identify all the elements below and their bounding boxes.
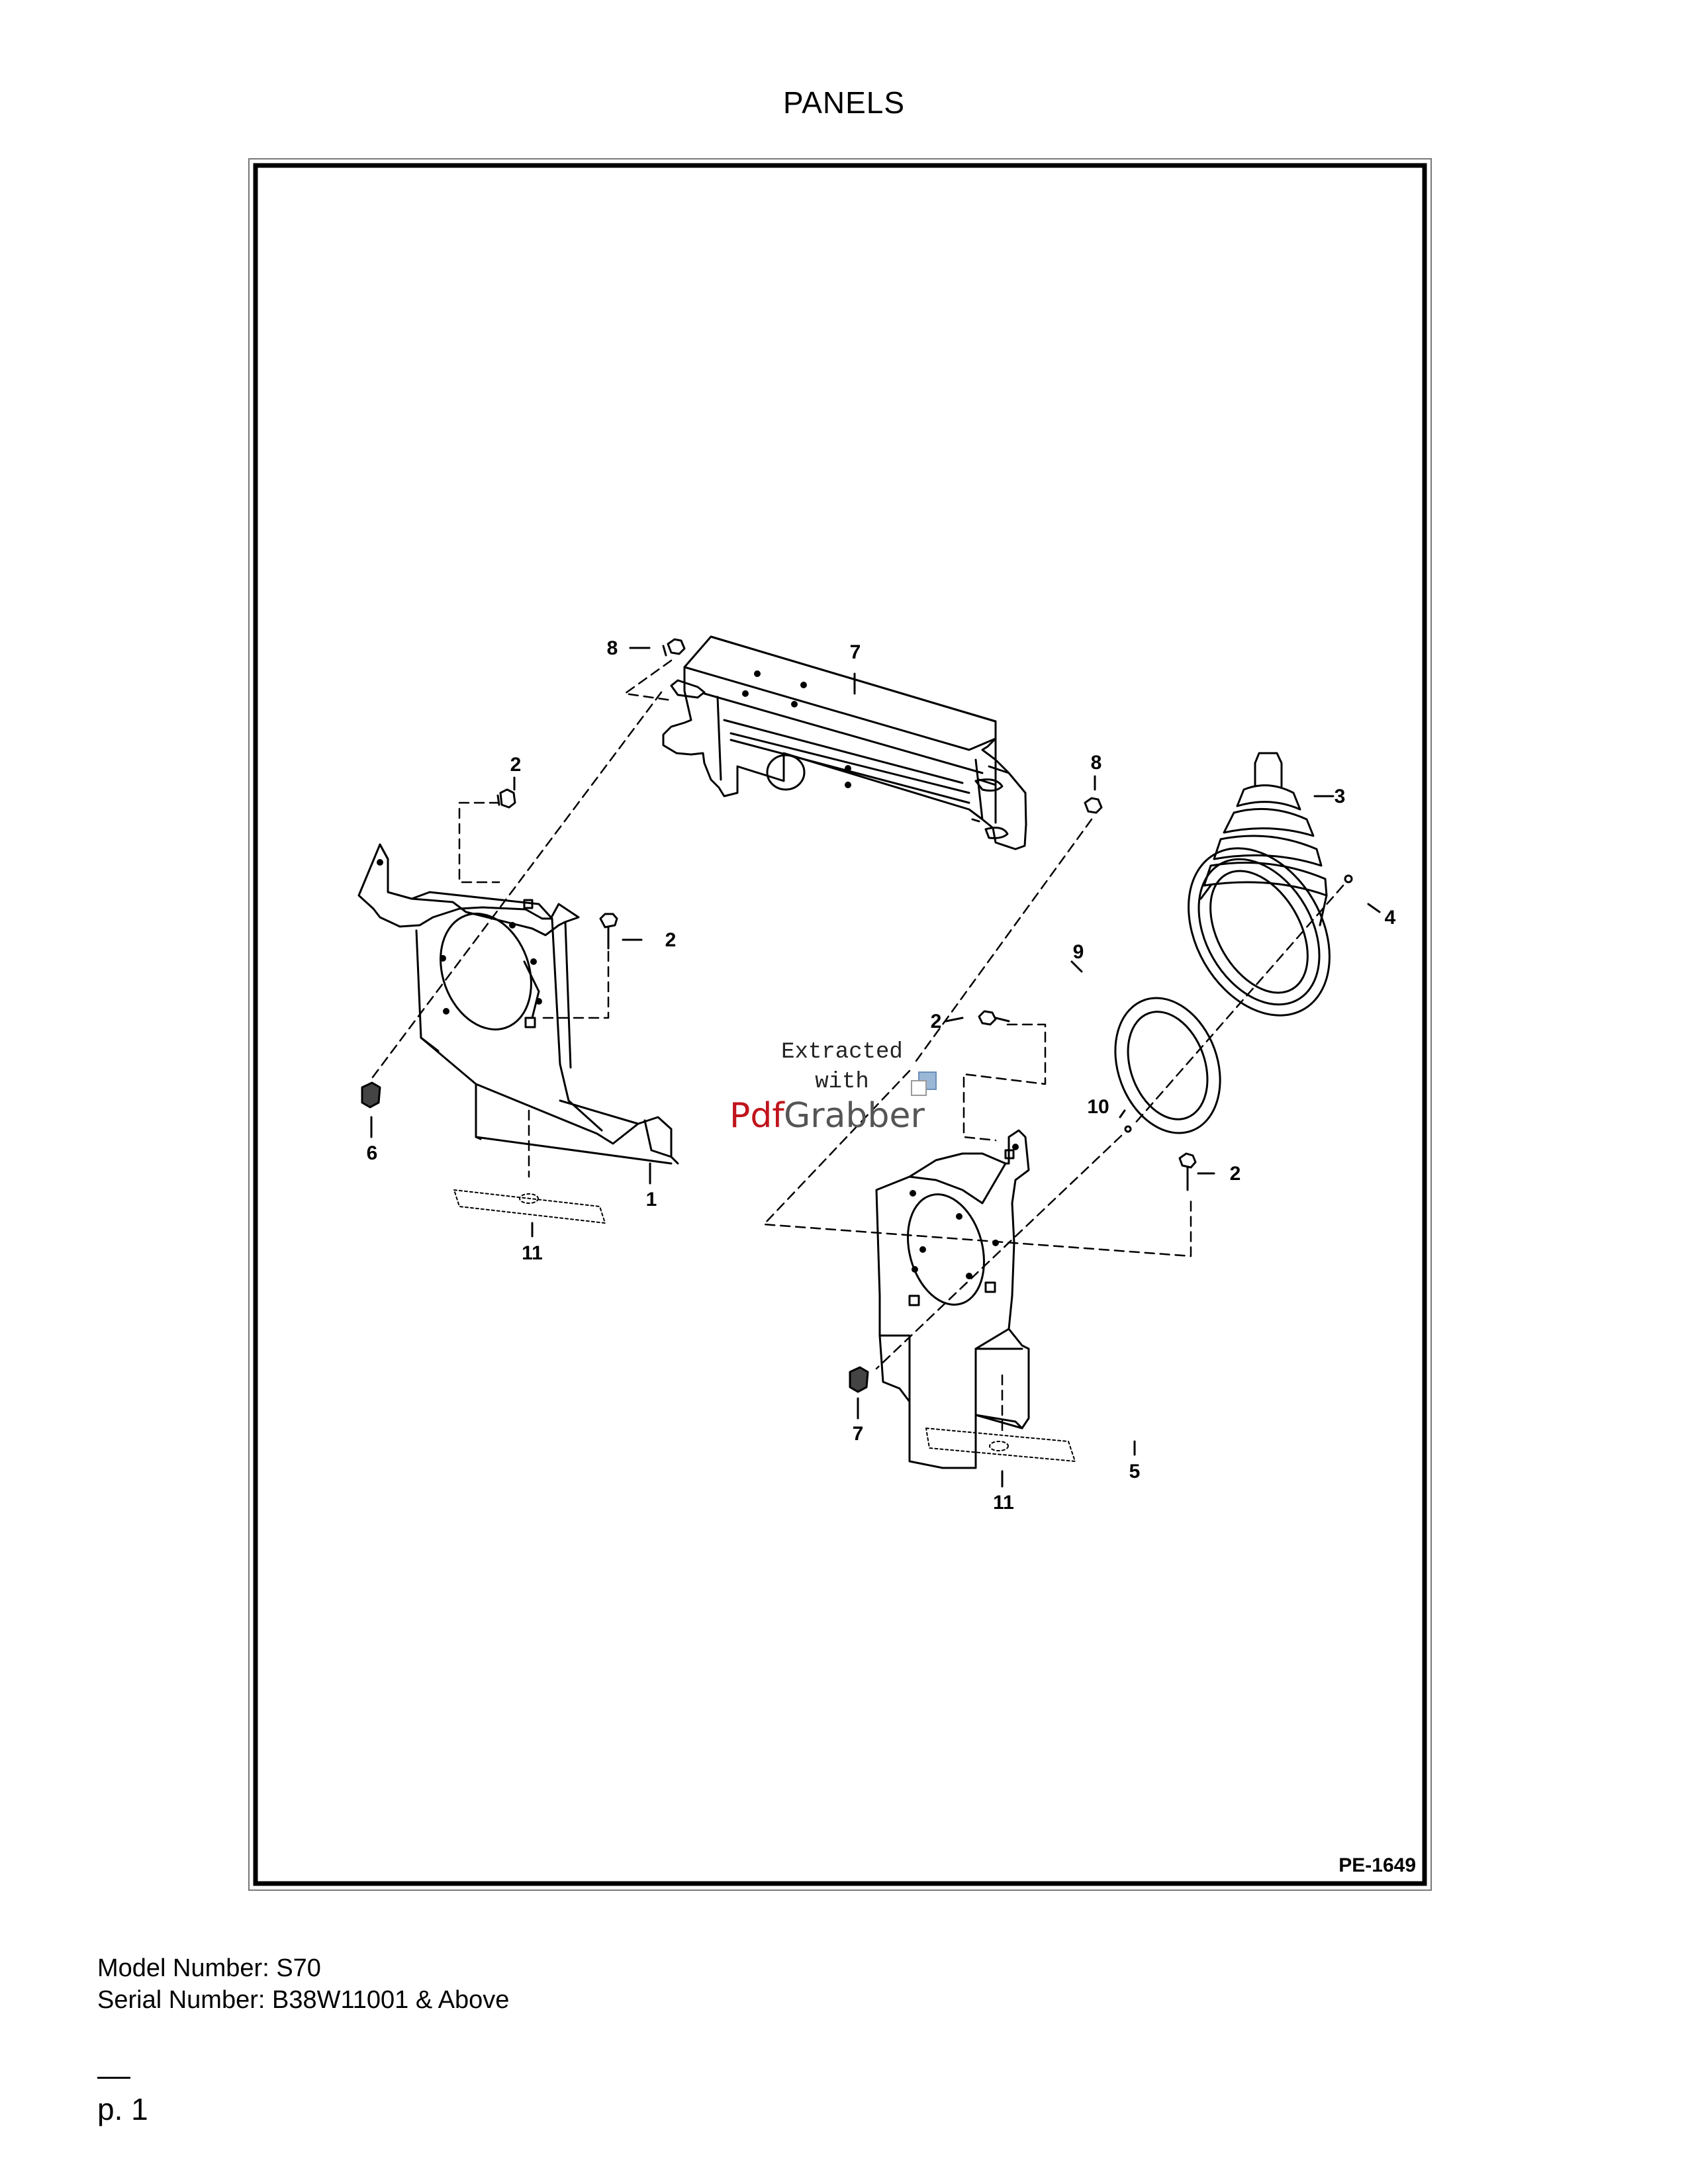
bolt-8-right — [1084, 797, 1103, 814]
watermark-line2: with — [815, 1069, 869, 1095]
callout-2-right: 2 — [1230, 1163, 1241, 1185]
bolt-8-top — [662, 638, 686, 657]
bolt-2-center — [978, 1010, 1010, 1026]
bolt-2-upper-left — [496, 788, 516, 809]
model-number: Model Number: S70 — [97, 1954, 321, 1982]
callout-11-right: 11 — [993, 1492, 1014, 1514]
bolt-2-right — [1178, 1152, 1197, 1191]
footer-divider — [97, 2077, 130, 2079]
callout-11-left: 11 — [522, 1242, 543, 1264]
right-bracket-5 — [875, 1129, 1030, 1469]
screw-10 — [1124, 1125, 1132, 1133]
screw-4 — [1344, 874, 1353, 884]
decal-11-right — [925, 1428, 1076, 1462]
nut-7-right — [849, 1366, 869, 1393]
callout-8-top: 8 — [607, 637, 618, 659]
callout-6: 7 — [850, 641, 861, 663]
bolt-2-mid-left — [599, 913, 618, 950]
rubber-boot-3 — [1188, 752, 1331, 1017]
page-number: p. 1 — [97, 2092, 148, 2126]
callout-2-center: 2 — [931, 1011, 942, 1032]
callout-2-mid-left: 2 — [665, 929, 677, 951]
decal-11-left — [453, 1189, 606, 1224]
callout-7-left: 6 — [367, 1142, 378, 1164]
assembly-guide-lines — [369, 659, 1344, 1433]
callout-5: 5 — [1129, 1461, 1141, 1482]
callout-1: 1 — [646, 1189, 657, 1210]
figure-code: PE-1649 — [1338, 1854, 1416, 1876]
page-title: PANELS — [782, 85, 906, 120]
watermark-brand-b: Grabber — [784, 1096, 925, 1136]
top-cover-panel-6 — [662, 635, 1027, 850]
callout-9: 9 — [1073, 941, 1084, 963]
gasket-9 — [1114, 997, 1221, 1134]
callout-2-upper-left: 2 — [510, 754, 522, 776]
callout-10: 10 — [1087, 1096, 1109, 1118]
pdfgrabber-watermark: Extracted with Pdf Grabber — [729, 1040, 937, 1136]
left-bracket-1 — [357, 843, 679, 1165]
callout-7-right: 7 — [853, 1423, 864, 1445]
diagram-frame: 8 7 2 8 3 4 2 9 2 10 2 6 1 11 7 5 11 Ext… — [248, 158, 1432, 1891]
watermark-brand-a: Pdf — [729, 1096, 785, 1136]
serial-number: Serial Number: B38W11001 & Above — [97, 1986, 510, 2014]
callout-3: 3 — [1335, 786, 1346, 807]
callout-4: 4 — [1385, 907, 1396, 929]
callout-8-right: 8 — [1091, 752, 1102, 774]
watermark-line1: Extracted — [781, 1040, 903, 1065]
nut-7-left — [361, 1081, 381, 1109]
